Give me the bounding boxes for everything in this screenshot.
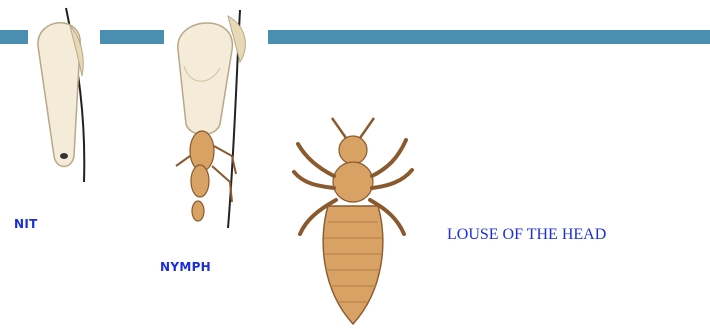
header-bar-right xyxy=(268,30,710,44)
nit-illustration xyxy=(26,6,106,186)
nit-label: NIT xyxy=(14,217,38,231)
nymph-label: NYMPH xyxy=(160,260,211,274)
header-bar-middle xyxy=(100,30,164,44)
nymph-illustration xyxy=(160,6,260,231)
header-bar-left xyxy=(0,30,28,44)
louse-illustration xyxy=(288,110,418,328)
louse-label: LOUSE OF THE HEAD xyxy=(447,226,606,244)
